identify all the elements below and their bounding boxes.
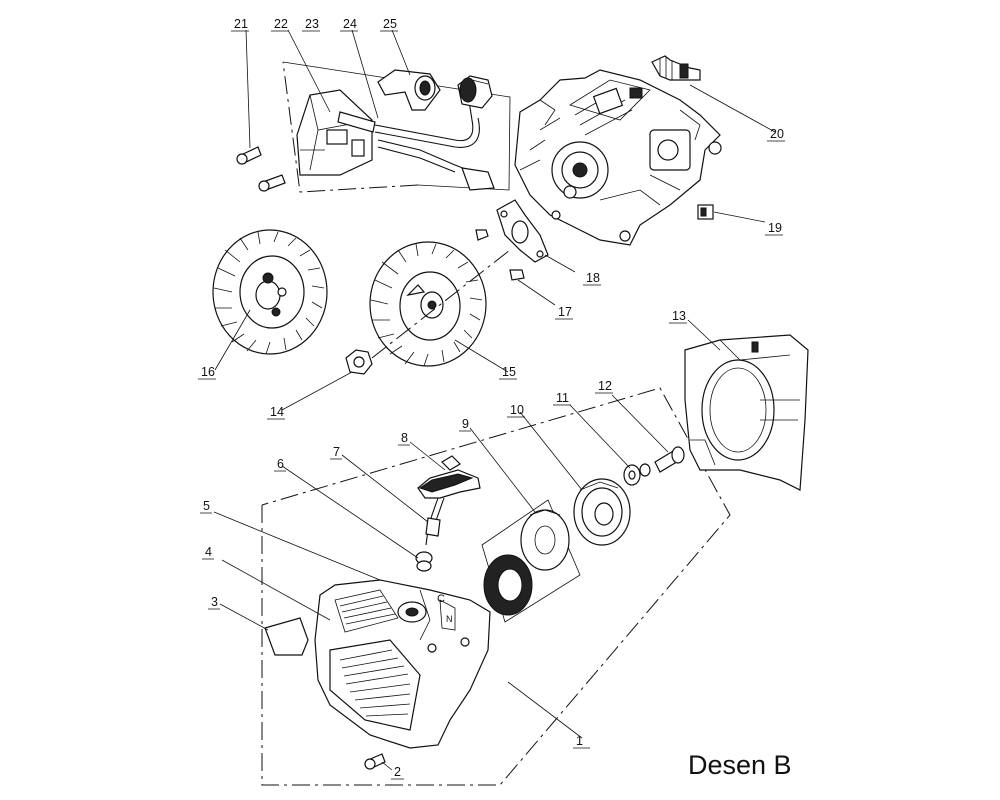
callout-8: 8 xyxy=(401,431,408,445)
svg-text:N: N xyxy=(446,614,453,624)
callout-14: 14 xyxy=(270,405,284,419)
diagram-caption: Desen B xyxy=(688,750,792,780)
part-9-spring-cover xyxy=(469,427,570,571)
callout-20: 20 xyxy=(770,127,784,141)
callout-12: 12 xyxy=(598,379,612,393)
callout-15: 15 xyxy=(502,365,516,379)
callout-19: 19 xyxy=(768,221,782,235)
engine-crankcase xyxy=(514,69,722,246)
part-17-screws xyxy=(475,229,556,306)
callout-22: 22 xyxy=(274,17,288,31)
callout-21: 21 xyxy=(234,17,248,31)
part-25-bracket xyxy=(377,29,441,111)
part-22-ignition-coil xyxy=(296,89,373,176)
callout-1: 1 xyxy=(576,734,583,748)
callout-7: 7 xyxy=(333,445,340,459)
part-16-flywheel xyxy=(212,229,328,371)
part-7-rope xyxy=(341,454,445,546)
part-15-flywheel xyxy=(369,241,509,373)
callout-labels: 1 2 3 4 5 6 7 8 9 10 11 12 13 14 15 16 1… xyxy=(201,17,784,779)
callout-11: 11 xyxy=(556,391,569,405)
callout-9: 9 xyxy=(462,417,469,431)
part-11-washer xyxy=(569,404,651,486)
callout-16: 16 xyxy=(201,365,215,379)
callout-3: 3 xyxy=(211,595,218,609)
part-10-pulley xyxy=(519,411,631,546)
callout-5: 5 xyxy=(203,499,210,513)
part-18-gasket xyxy=(496,199,576,273)
part-20-spark-plug xyxy=(651,55,776,133)
callout-24: 24 xyxy=(343,17,357,31)
svg-text:C: C xyxy=(437,593,445,605)
spark-plug-boot xyxy=(457,75,493,109)
part-6-grommet xyxy=(281,465,433,572)
part-12-bolt xyxy=(611,394,685,473)
callout-10: 10 xyxy=(510,403,524,417)
part-1-starter-cover: C N xyxy=(213,511,583,749)
callout-13: 13 xyxy=(672,309,686,323)
part-19-clip xyxy=(697,204,766,223)
callout-18: 18 xyxy=(586,271,600,285)
part-13-fan-housing xyxy=(684,319,809,491)
callout-underlines xyxy=(198,30,785,780)
part-21-screws xyxy=(236,29,286,192)
part-24-wire xyxy=(351,29,379,119)
callout-6: 6 xyxy=(277,457,284,471)
recoil-spring xyxy=(483,554,533,616)
starter-group-frame xyxy=(261,387,731,786)
part-14-nut xyxy=(281,249,511,411)
callout-17: 17 xyxy=(558,305,572,319)
callout-23: 23 xyxy=(305,17,319,31)
part-23-coil-lead xyxy=(287,29,495,191)
part-3-decal xyxy=(219,603,309,656)
callout-4: 4 xyxy=(205,545,212,559)
callout-25: 25 xyxy=(383,17,397,31)
part-8-handle xyxy=(409,441,481,499)
callout-2: 2 xyxy=(394,765,401,779)
part-2-screw xyxy=(364,753,393,771)
